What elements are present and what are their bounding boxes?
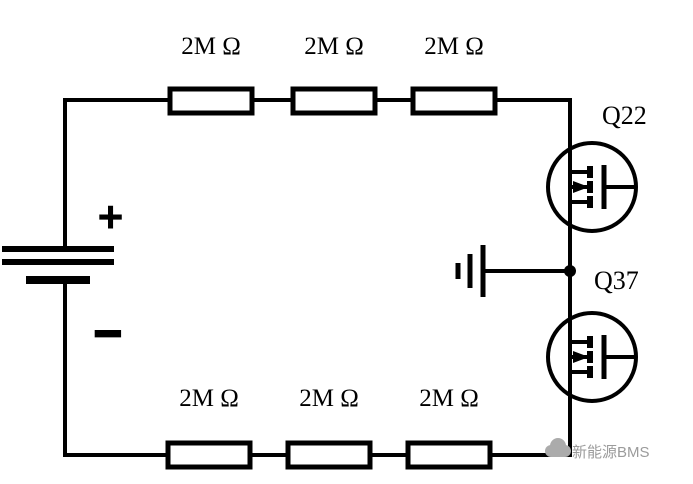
watermark: 新能源BMS [545,438,650,461]
mosfet-q37-symbol [546,311,638,403]
resistor-top-1 [167,86,255,116]
resistor-bottom-1 [165,440,253,470]
resistor-bottom-3-label: 2M Ω [419,385,479,412]
mosfet-q22-label: Q22 [602,101,647,130]
resistor-top-1-label: 2M Ω [181,33,241,60]
battery-negative-label: − [95,308,121,359]
battery-plate-middle [2,259,114,265]
resistor-bottom-3 [405,440,493,470]
top-resistor-row: 2M Ω 2M Ω 2M Ω [167,33,498,116]
bottom-resistor-row: 2M Ω 2M Ω 2M Ω [165,385,493,470]
battery-positive-label: + [98,193,123,242]
resistor-bottom-1-label: 2M Ω [179,385,239,412]
resistor-top-2-label: 2M Ω [304,33,364,60]
battery-symbol: + − [2,192,124,362]
watermark-text: 新能源BMS [572,444,650,461]
battery-plate-bottom [26,276,90,284]
ground-symbol [455,245,486,297]
resistor-top-3-label: 2M Ω [424,33,484,60]
resistor-top-3 [410,86,498,116]
resistor-bottom-2-label: 2M Ω [299,385,359,412]
resistor-bottom-2 [285,440,373,470]
mosfet-q22-arrow-icon [573,181,589,193]
mosfet-q37-circle [546,311,638,403]
battery-plate-top [2,246,114,252]
mosfet-q22-symbol [546,141,638,233]
mosfet-q37-label: Q37 [594,266,639,295]
resistor-top-2 [290,86,378,116]
watermark-cloud-icon-base [549,449,567,457]
mosfet-q37-arrow-icon [573,351,589,363]
junction-node-dot [564,265,576,277]
main-loop-wire [63,98,572,457]
mosfet-q22-circle [546,141,638,233]
